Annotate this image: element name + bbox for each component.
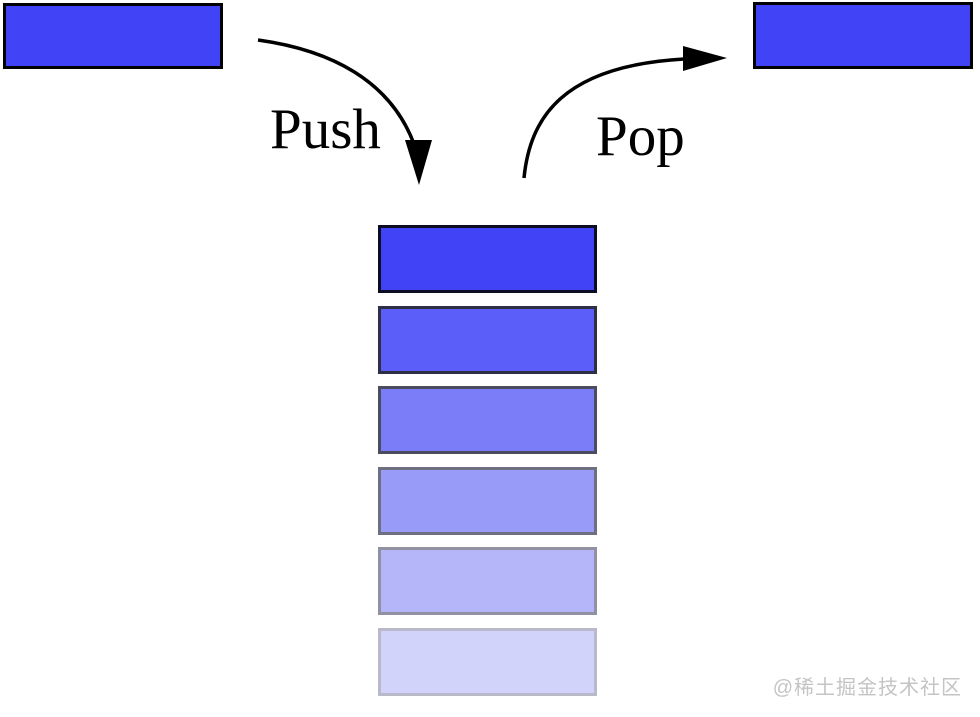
pop-label: Pop xyxy=(596,105,685,168)
stack-item-4 xyxy=(378,547,597,616)
stack-item-1 xyxy=(378,305,597,374)
push-arrowhead-icon xyxy=(405,140,432,185)
incoming-block xyxy=(3,3,223,69)
stack-item-3 xyxy=(378,466,597,535)
outgoing-block xyxy=(753,2,973,69)
watermark: @稀土掘金技术社区 xyxy=(772,677,962,699)
stack-container xyxy=(378,225,597,709)
pop-arrowhead-icon xyxy=(683,46,727,71)
stack-item-5 xyxy=(378,627,597,696)
push-label: Push xyxy=(270,98,381,161)
stack-item-0 xyxy=(378,225,597,293)
stack-item-2 xyxy=(378,386,597,455)
